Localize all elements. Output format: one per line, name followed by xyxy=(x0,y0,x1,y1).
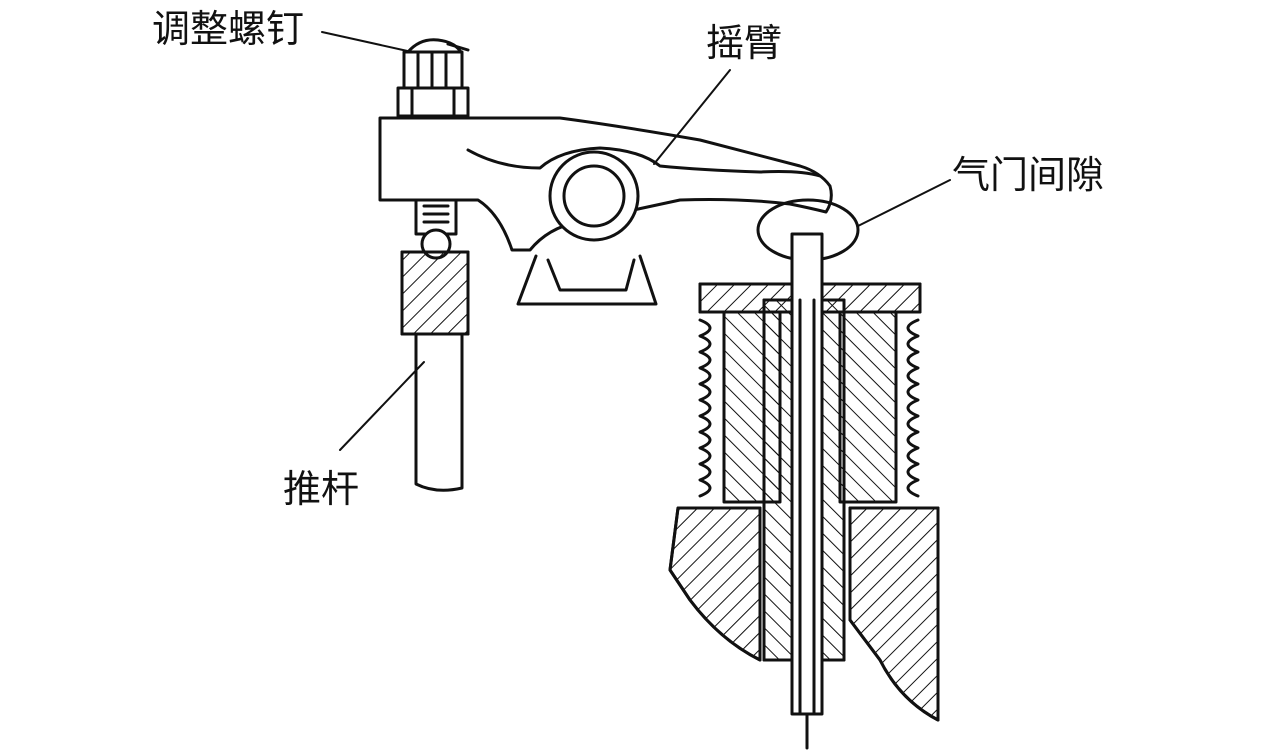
push-rod xyxy=(400,198,470,492)
rocker-arm xyxy=(378,116,833,306)
label-adjusting-screw: 调整螺钉 xyxy=(152,7,305,51)
valve-stem xyxy=(790,232,824,750)
leader-push-rod xyxy=(339,361,425,451)
leader-rocker-arm xyxy=(653,69,731,165)
label-valve-clearance: 气门间隙 xyxy=(952,153,1105,197)
leader-adjusting-screw xyxy=(321,31,413,53)
adjusting-screw xyxy=(396,38,470,118)
label-push-rod: 推杆 xyxy=(283,467,360,511)
leader-valve-clearance xyxy=(857,179,951,227)
label-rocker-arm: 摇臂 xyxy=(706,21,783,65)
